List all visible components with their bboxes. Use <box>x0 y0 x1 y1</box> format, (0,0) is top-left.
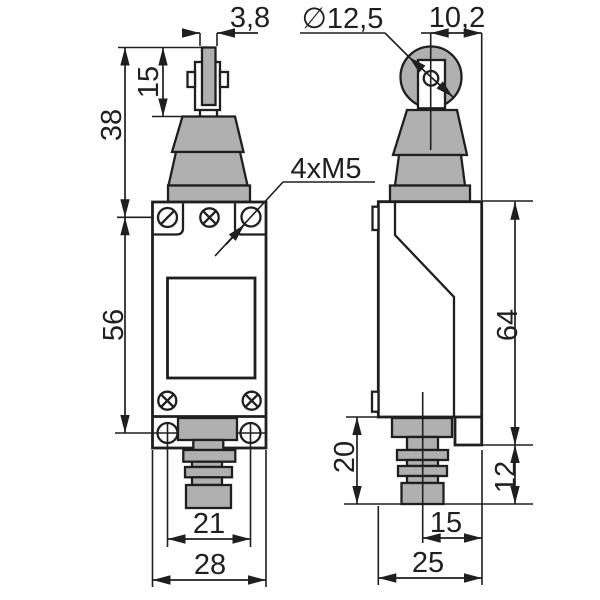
dim-body-width-label: 28 <box>194 549 226 581</box>
front-face-profile <box>393 202 456 417</box>
dim-pin-height: 15 <box>133 47 183 118</box>
side-tab-top <box>371 205 380 232</box>
cover-screw-right <box>241 390 262 411</box>
dim-gland-offset-label: 15 <box>430 507 462 539</box>
dim-gland-offset: 15 <box>422 450 483 585</box>
dim-body-height: 56 <box>98 217 130 433</box>
bellows-upper <box>170 115 245 154</box>
dim-head-height-label: 38 <box>96 109 128 141</box>
dim-gland-length-label: 20 <box>329 441 361 473</box>
dim-roller-diameter-label: ∅12,5 <box>302 3 384 35</box>
dim-side-height: 64 <box>481 200 533 446</box>
dim-roller-diameter: ∅12,5 <box>300 3 454 98</box>
dim-roller-offset: 10,2 <box>421 2 485 200</box>
plunger-tab-right <box>218 70 230 89</box>
dim-hole-spacing: 21 <box>166 423 252 547</box>
switch-body-side <box>376 200 484 447</box>
dim-flange-height-label: 12 <box>490 461 522 493</box>
dim-pin-width-label: 3,8 <box>230 2 270 34</box>
head-screw-left <box>156 206 179 229</box>
side-view <box>370 33 484 543</box>
dim-side-height-label: 64 <box>492 309 524 341</box>
dim-gland-length: 20 <box>329 416 379 504</box>
plunger-tab-left <box>186 70 197 89</box>
dim-body-height-label: 56 <box>98 309 130 341</box>
dim-head-height: 38 <box>96 46 202 219</box>
dim-body-width: 28 <box>151 450 267 587</box>
dimensions: 3,8 15 38 56 21 28 <box>96 2 533 587</box>
dim-flange-height: 12 <box>344 445 533 505</box>
cable-gland-front <box>176 416 239 510</box>
dim-pin-width: 3,8 <box>182 2 270 46</box>
head-screw-right <box>240 206 262 228</box>
dim-thread-label: 4xM5 <box>291 153 362 185</box>
cover-screw-left <box>157 390 178 411</box>
dim-body-depth: 25 <box>377 506 482 585</box>
side-tab-bottom <box>370 390 380 413</box>
bellows-lower <box>167 150 249 187</box>
dim-thread-callout: 4xM5 <box>214 153 375 257</box>
front-view <box>115 46 268 510</box>
plunger-pin <box>200 46 217 107</box>
head-screw-middle <box>199 207 220 228</box>
bellows-base <box>166 184 252 204</box>
dim-roller-offset-label: 10,2 <box>429 2 485 34</box>
dim-hole-spacing-label: 21 <box>193 508 225 540</box>
dim-body-depth-label: 25 <box>412 547 444 579</box>
label-plate <box>166 276 257 380</box>
bellows-base-side <box>388 184 472 203</box>
dim-pin-height-label: 15 <box>133 66 165 98</box>
bellows-lower-side <box>393 153 467 187</box>
